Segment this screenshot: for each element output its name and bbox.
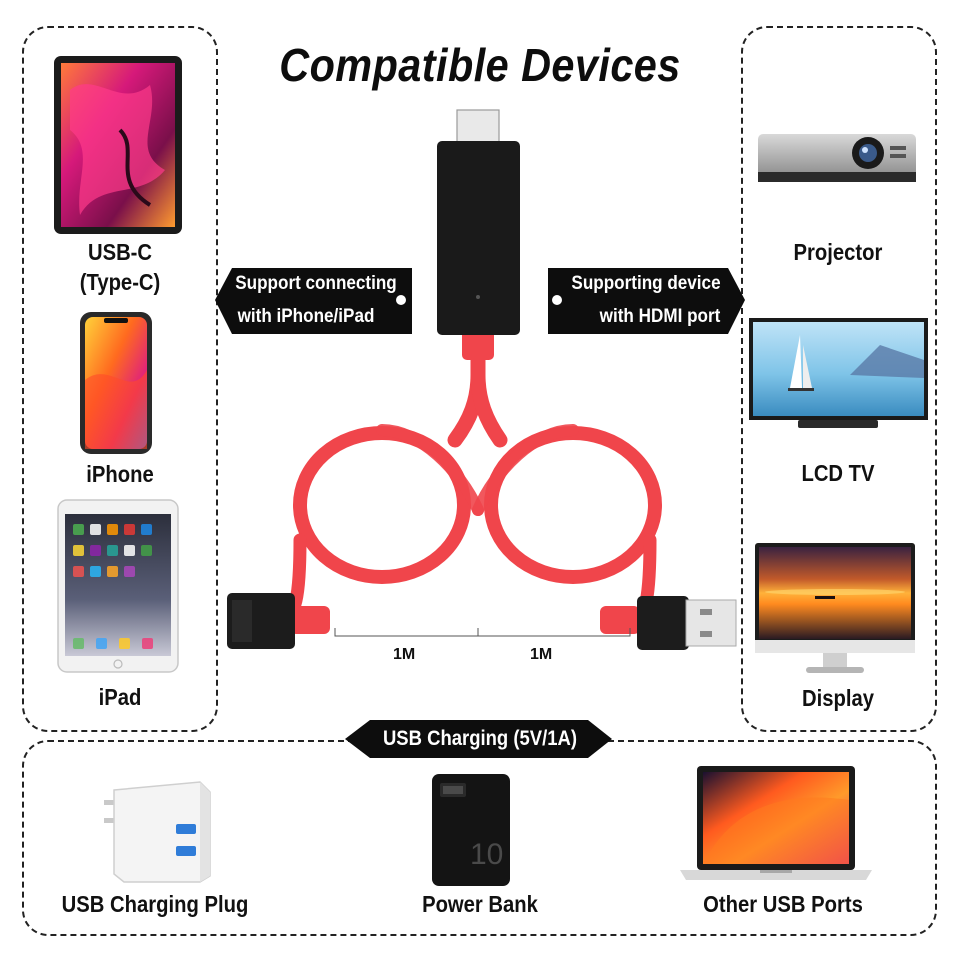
- display-label: Display: [801, 685, 874, 711]
- ipad-image: [57, 499, 179, 673]
- display-monitor-image: [755, 543, 915, 673]
- lcd-tv-image: [749, 318, 928, 428]
- left-callout-line1: Support connecting: [235, 273, 397, 294]
- iphone-image: [80, 312, 152, 454]
- usb-c-label-line2: (Type-C): [79, 269, 161, 295]
- left-callout: Support connecting with iPhone/iPad: [226, 268, 406, 334]
- hdmi-connector-image: [437, 109, 520, 335]
- power-bank-label: Power Bank: [422, 891, 538, 917]
- projector-label: Projector: [793, 239, 883, 265]
- iphone-label: iPhone: [86, 461, 154, 487]
- cable-length-right: 1M: [530, 646, 553, 663]
- left-device-panel: [22, 26, 218, 732]
- right-callout-line1: Supporting device: [571, 273, 721, 294]
- usb-female-connector-image: [227, 593, 295, 649]
- cable-strain-relief: [290, 330, 640, 634]
- page-title: Compatible Devices: [279, 39, 681, 91]
- usb-charging-plug-image: [104, 781, 211, 883]
- left-callout-box: [215, 268, 412, 334]
- length-dimension-lines: [334, 628, 631, 637]
- power-bank-number: 10: [470, 838, 504, 871]
- charging-banner-label: USB Charging (5V/1A): [382, 727, 578, 750]
- usb-a-connector-image: [637, 596, 737, 650]
- other-usb-ports-label: Other USB Ports: [703, 891, 863, 917]
- power-bank-image: [432, 774, 510, 886]
- cable-image: [275, 327, 662, 629]
- usb-c-label-line1: USB-C: [87, 239, 153, 265]
- projector-image: [758, 134, 916, 182]
- right-device-panel: [741, 26, 937, 732]
- android-tablet-image: [54, 56, 182, 234]
- left-callout-line2: with iPhone/iPad: [237, 306, 375, 327]
- right-callout: Supporting device with HDMI port: [560, 268, 740, 334]
- right-callout-line2: with HDMI port: [599, 306, 721, 327]
- usb-charging-plug-label: USB Charging Plug: [61, 891, 249, 917]
- laptop-image: [680, 766, 872, 880]
- cable-length-left: 1M: [393, 646, 416, 663]
- ipad-label: iPad: [98, 684, 142, 710]
- right-callout-box: [548, 268, 745, 334]
- lcd-tv-label: LCD TV: [801, 460, 875, 486]
- charging-banner: [345, 720, 612, 758]
